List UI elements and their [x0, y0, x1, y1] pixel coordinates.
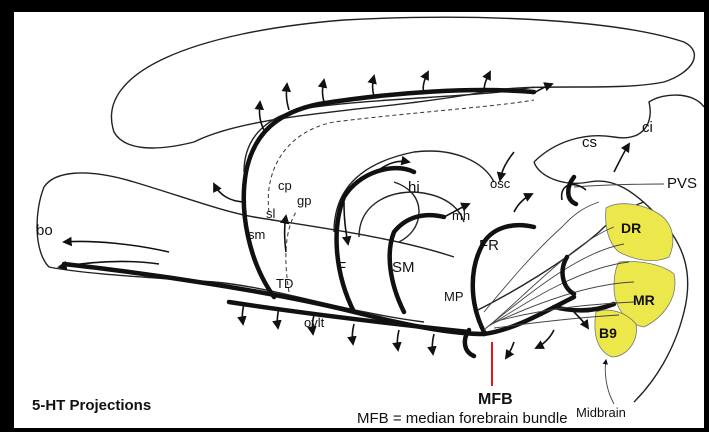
label-osc: osc [490, 176, 511, 191]
label-mr: MR [633, 292, 655, 308]
label-bo: bo [36, 222, 53, 239]
label-mh: mh [452, 208, 470, 223]
label-ci: ci [642, 119, 653, 136]
label-sl: sl [266, 206, 276, 221]
label-cs: cs [582, 134, 597, 151]
label-fr: FR [479, 237, 499, 254]
label-gp: gp [297, 193, 311, 208]
label-sm-upper: SM [392, 259, 415, 276]
label-midbrain: Midbrain [576, 405, 626, 420]
brain-diagram: bo sm sl cp gp TD F SM hi mh osc FR MP c… [14, 12, 704, 428]
label-mfb: MFB [478, 391, 513, 408]
label-b9: B9 [599, 325, 617, 341]
region-labels: bo sm sl cp gp TD F SM hi mh osc FR MP c… [36, 119, 697, 330]
label-dr: DR [621, 220, 641, 236]
mfb-legend: MFB = median forebrain bundle [357, 410, 568, 427]
diagram-title: 5-HT Projections [32, 397, 151, 414]
label-td: TD [276, 276, 293, 291]
label-sm: sm [248, 227, 265, 242]
projection-pathways [59, 72, 664, 358]
label-cp: cp [278, 178, 292, 193]
label-ovlt: ovlt [304, 315, 325, 330]
label-f: F [337, 259, 346, 276]
label-hi: hi [408, 179, 420, 196]
label-pvs: PVS [667, 175, 697, 192]
annotations: 5-HT Projections MFB MFB = median forebr… [32, 360, 626, 427]
diagram-frame: bo sm sl cp gp TD F SM hi mh osc FR MP c… [14, 12, 704, 428]
label-mp: MP [444, 289, 464, 304]
